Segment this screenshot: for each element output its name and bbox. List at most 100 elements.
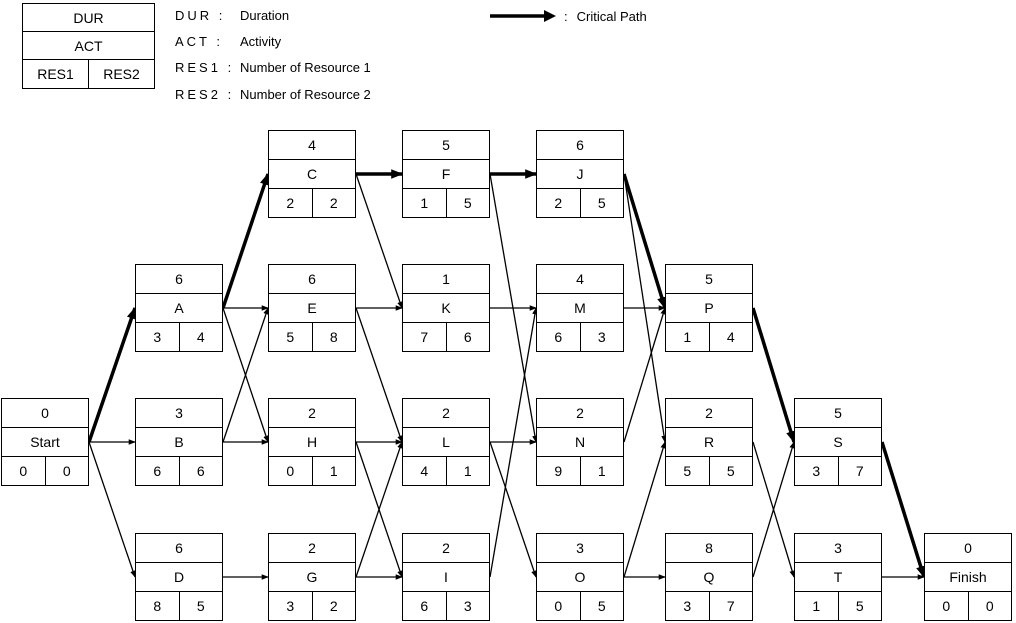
arrow-q-to-s: [752, 441, 795, 578]
node-res1: 0: [269, 457, 313, 485]
legend-definition: RES2 : Number of Resource 2: [175, 81, 371, 107]
node-activity: J: [537, 160, 623, 189]
legend-act-row: ACT: [23, 32, 154, 60]
node-res1: 1: [403, 189, 447, 217]
node-duration: 6: [136, 265, 222, 294]
legend-definitions: DUR : Duration ACT : Activity RES1 : Num…: [175, 2, 371, 107]
definition-text: Duration: [240, 7, 290, 23]
node-res1: 1: [666, 323, 710, 351]
node-duration: 5: [403, 131, 489, 160]
node-res2: 5: [597, 598, 606, 614]
node-duration: 3: [136, 399, 222, 428]
node-activity: Finish: [925, 563, 1011, 592]
node-activity: F: [403, 160, 489, 189]
node-activity: T: [795, 563, 881, 592]
node-duration: 5: [795, 399, 881, 428]
node-res2: 3: [463, 598, 472, 614]
node-activity: O: [537, 563, 623, 592]
node-duration: 2: [403, 399, 489, 428]
node-res2: 4: [726, 329, 735, 345]
node-activity: R: [666, 428, 752, 457]
critical-arrow-p-to-s: [751, 307, 796, 444]
node-res1: 9: [537, 457, 581, 485]
node-res2: 1: [329, 463, 338, 479]
node-activity: N: [537, 428, 623, 457]
critical-arrow-j-to-p: [622, 173, 667, 310]
node-res2: 7: [726, 598, 735, 614]
node-activity: A: [136, 294, 222, 323]
node-res1: 0: [537, 592, 581, 620]
node-duration: 4: [537, 265, 623, 294]
arrow-i-to-m: [489, 307, 538, 578]
node-duration: 5: [666, 265, 752, 294]
definition-text: Number of Resource 2: [240, 86, 371, 102]
arrow-e-to-l: [355, 307, 403, 443]
node-res2: 8: [329, 329, 338, 345]
node-duration: 8: [666, 534, 752, 563]
node-res1: 7: [403, 323, 447, 351]
node-res2: 3: [597, 329, 606, 345]
node-duration: 0: [2, 399, 88, 428]
node-res1: 3: [666, 592, 710, 620]
legend-dur-label: DUR: [73, 9, 104, 26]
node-duration: 2: [666, 399, 752, 428]
node-res2: 4: [196, 329, 205, 345]
legend-definition: ACT : Activity: [175, 28, 371, 54]
critical-path-sep: :: [564, 8, 568, 24]
definition-abbr: ACT :: [175, 33, 224, 49]
node-activity: S: [795, 428, 881, 457]
arrow-o-to-r: [623, 441, 666, 578]
node-res1: 3: [269, 592, 313, 620]
node-activity: P: [666, 294, 752, 323]
node-res1: 5: [666, 457, 710, 485]
node-duration: 2: [269, 534, 355, 563]
node-activity: L: [403, 428, 489, 457]
node-res1: 2: [537, 189, 581, 217]
node-activity: D: [136, 563, 222, 592]
definition-abbr: RES2 :: [175, 86, 235, 102]
node-res2: 7: [855, 463, 864, 479]
legend-res1-label: RES1: [23, 60, 89, 88]
legend-dur-row: DUR: [23, 4, 154, 32]
node-duration: 6: [269, 265, 355, 294]
node-res2: 0: [62, 463, 71, 479]
node-res2: 5: [597, 195, 606, 211]
node-res2: 5: [196, 598, 205, 614]
legend-act-label: ACT: [74, 37, 103, 54]
node-duration: 2: [537, 399, 623, 428]
definition-abbr: RES1 :: [175, 60, 235, 76]
node-res2: 0: [985, 598, 994, 614]
node-res2: 1: [463, 463, 472, 479]
definition-text: Number of Resource 1: [240, 60, 371, 76]
arrow-g-to-l: [355, 441, 403, 578]
